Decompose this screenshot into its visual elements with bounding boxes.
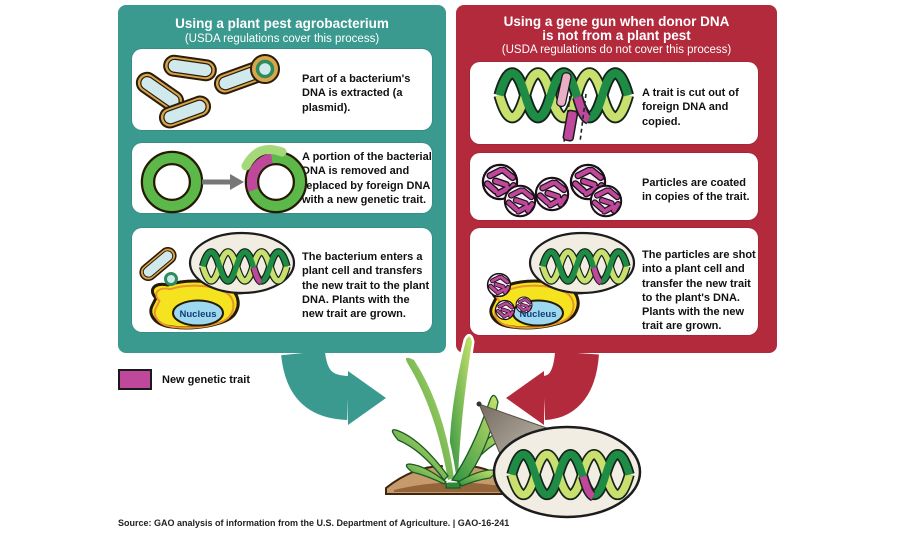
legend-label: New genetic trait	[162, 373, 251, 386]
left-step-2-text: A portion of the bacterial DNA is remove…	[302, 151, 432, 206]
left-step-1-text: Part of a bacterium's DNA is extracted (…	[302, 73, 411, 114]
right-step-3-text: The particles are shot into a plant cell…	[642, 249, 756, 333]
leaf	[456, 469, 497, 487]
magnifier-cone	[478, 403, 573, 493]
left-panel-title: Using a plant pest agrobacterium	[175, 16, 389, 31]
dna-callout-oval	[492, 425, 642, 519]
right-step-2-text: Particles are coated in copies of the tr…	[642, 177, 750, 204]
right-panel-title-line1: Using a gene gun when donor DNA	[503, 14, 730, 29]
right-step-1-text: A trait is cut out of foreign DNA and co…	[642, 87, 739, 128]
plant-dna-callout	[476, 401, 642, 519]
red-process-arrow	[506, 350, 599, 425]
source-line: Source: GAO analysis of information from…	[118, 518, 510, 528]
leaf	[455, 427, 513, 482]
plant-illustration	[385, 334, 522, 495]
leaf	[405, 463, 447, 485]
leaf	[403, 355, 457, 484]
right-panel-subtitle: (USDA regulations do not cover this proc…	[501, 44, 732, 56]
stem	[445, 441, 461, 489]
left-panel-subtitle: (USDA regulations cover this process)	[184, 33, 380, 45]
leaf	[391, 429, 449, 481]
right-panel-title-line2: is not from a plant pest	[542, 28, 691, 43]
dna-helix-icon	[512, 454, 630, 496]
legend: New genetic trait	[118, 369, 250, 390]
soil-mound	[385, 464, 522, 495]
teal-process-arrow	[281, 349, 386, 425]
new-genetic-trait-swatch	[118, 369, 152, 390]
leaf	[446, 334, 475, 483]
left-step-3-text: The bacterium enters a plant cell and tr…	[302, 251, 430, 321]
leaf	[450, 394, 499, 483]
